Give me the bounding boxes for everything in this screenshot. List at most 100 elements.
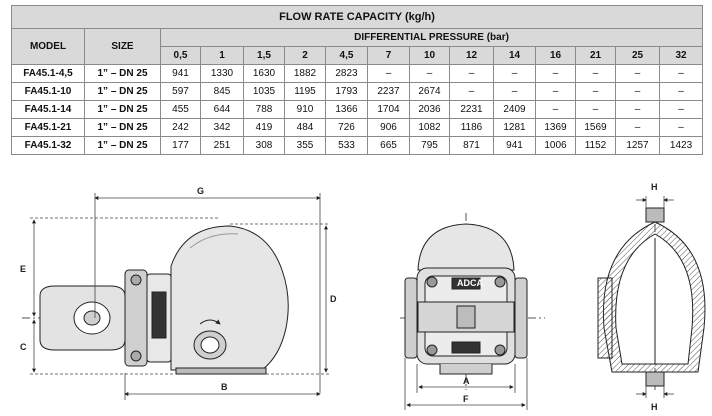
flow-value-cell: 242 [160,118,201,137]
dim-label-b: B [221,382,228,392]
flow-value-cell: 484 [284,118,326,137]
flow-value-cell: – [575,82,616,101]
dim-h [636,196,674,398]
dim-label-d: D [330,294,337,304]
flow-value-cell: – [658,64,704,83]
flow-value-cell: 845 [200,82,244,101]
flow-value-cell: – [615,100,660,119]
side-view [22,225,289,375]
flow-value-cell: – [575,100,616,119]
flow-value-cell: 251 [200,136,244,155]
flow-value-cell: 1704 [367,100,410,119]
flow-value-cell: 2036 [409,100,450,119]
pressure-col-header: 14 [493,46,536,65]
flow-value-cell: – [493,82,536,101]
flow-value-cell: 419 [243,118,285,137]
flow-value-cell: 941 [493,136,536,155]
dim-label-a: A [463,376,470,386]
technical-drawing: G E C D B [20,182,706,412]
size-cell: 1” – DN 25 [84,118,161,137]
pressure-col-header: 25 [615,46,660,65]
flow-value-cell: – [409,64,450,83]
flow-value-cell: 726 [325,118,368,137]
pressure-col-header: 12 [449,46,494,65]
size-cell: 1” – DN 25 [84,64,161,83]
flow-value-cell: 906 [367,118,410,137]
flow-value-cell: 871 [449,136,494,155]
dim-label-h-bottom: H [651,402,658,412]
flow-value-cell: 1152 [575,136,616,155]
flow-value-cell: – [615,118,660,137]
dim-b [124,373,321,400]
flow-value-cell: 941 [160,64,201,83]
flow-value-cell: 665 [367,136,410,155]
pressure-col-header: 2 [284,46,326,65]
flow-value-cell: – [575,64,616,83]
flow-value-cell: 1630 [243,64,285,83]
flow-value-cell: – [367,64,410,83]
flow-value-cell: – [449,64,494,83]
flow-value-cell: 533 [325,136,368,155]
flow-value-cell: – [658,100,704,119]
flow-value-cell: 795 [409,136,450,155]
pressure-col-header: 1,5 [243,46,285,65]
flow-value-cell: – [658,118,704,137]
flow-value-cell: 1082 [409,118,450,137]
flow-value-cell: 355 [284,136,326,155]
flow-value-cell: 2823 [325,64,368,83]
model-header: MODEL [11,28,85,65]
dim-d [230,223,330,375]
flow-value-cell: – [493,64,536,83]
flow-value-cell: 1366 [325,100,368,119]
model-cell: FA45.1-14 [11,100,85,119]
dim-label-e: E [20,264,26,274]
pressure-col-header: 0,5 [160,46,201,65]
flow-value-cell: 342 [200,118,244,137]
flow-value-cell: 1195 [284,82,326,101]
size-header: SIZE [84,28,161,65]
front-logo-top: ADCA [457,278,483,288]
dim-e-c [30,217,220,375]
flow-value-cell: 177 [160,136,201,155]
pressure-header: DIFFERENTIAL PRESSURE (bar) [159,28,704,47]
pressure-col-header: 32 [658,46,704,65]
flow-rate-table: FLOW RATE CAPACITY (kg/h) MODEL SIZE DIF… [10,5,704,155]
size-cell: 1” – DN 25 [84,136,161,155]
flow-value-cell: 910 [284,100,326,119]
flow-value-cell: 1186 [449,118,494,137]
size-cell: 1” – DN 25 [84,82,161,101]
flow-value-cell: 1281 [493,118,536,137]
pressure-col-header: 21 [575,46,616,65]
model-cell: FA45.1-21 [11,118,85,137]
flow-value-cell: 788 [243,100,285,119]
flow-value-cell: – [535,82,576,101]
flow-value-cell: 1569 [575,118,616,137]
pressure-col-header: 10 [409,46,450,65]
pressure-col-header: 4,5 [325,46,368,65]
table-title: FLOW RATE CAPACITY (kg/h) [10,5,704,29]
size-cell: 1” – DN 25 [84,100,161,119]
flow-value-cell: – [615,64,660,83]
dim-g [94,193,321,393]
flow-value-cell: 1793 [325,82,368,101]
flow-value-cell: 1369 [535,118,576,137]
front-view [400,213,545,390]
flow-value-cell: 2674 [409,82,450,101]
pressure-col-header: 1 [200,46,244,65]
model-cell: FA45.1-4,5 [11,64,85,83]
flow-value-cell: 644 [200,100,244,119]
flow-value-cell: 455 [160,100,201,119]
flow-value-cell: 1006 [535,136,576,155]
logo-side [151,291,167,339]
dim-a-f [404,358,528,410]
dim-label-g: G [197,186,204,196]
pressure-col-header: 7 [367,46,410,65]
pressure-col-header: 16 [535,46,576,65]
flow-value-cell: 2231 [449,100,494,119]
flow-value-cell: – [615,82,660,101]
dim-label-c: C [20,342,27,352]
flow-value-cell: 1423 [658,136,704,155]
